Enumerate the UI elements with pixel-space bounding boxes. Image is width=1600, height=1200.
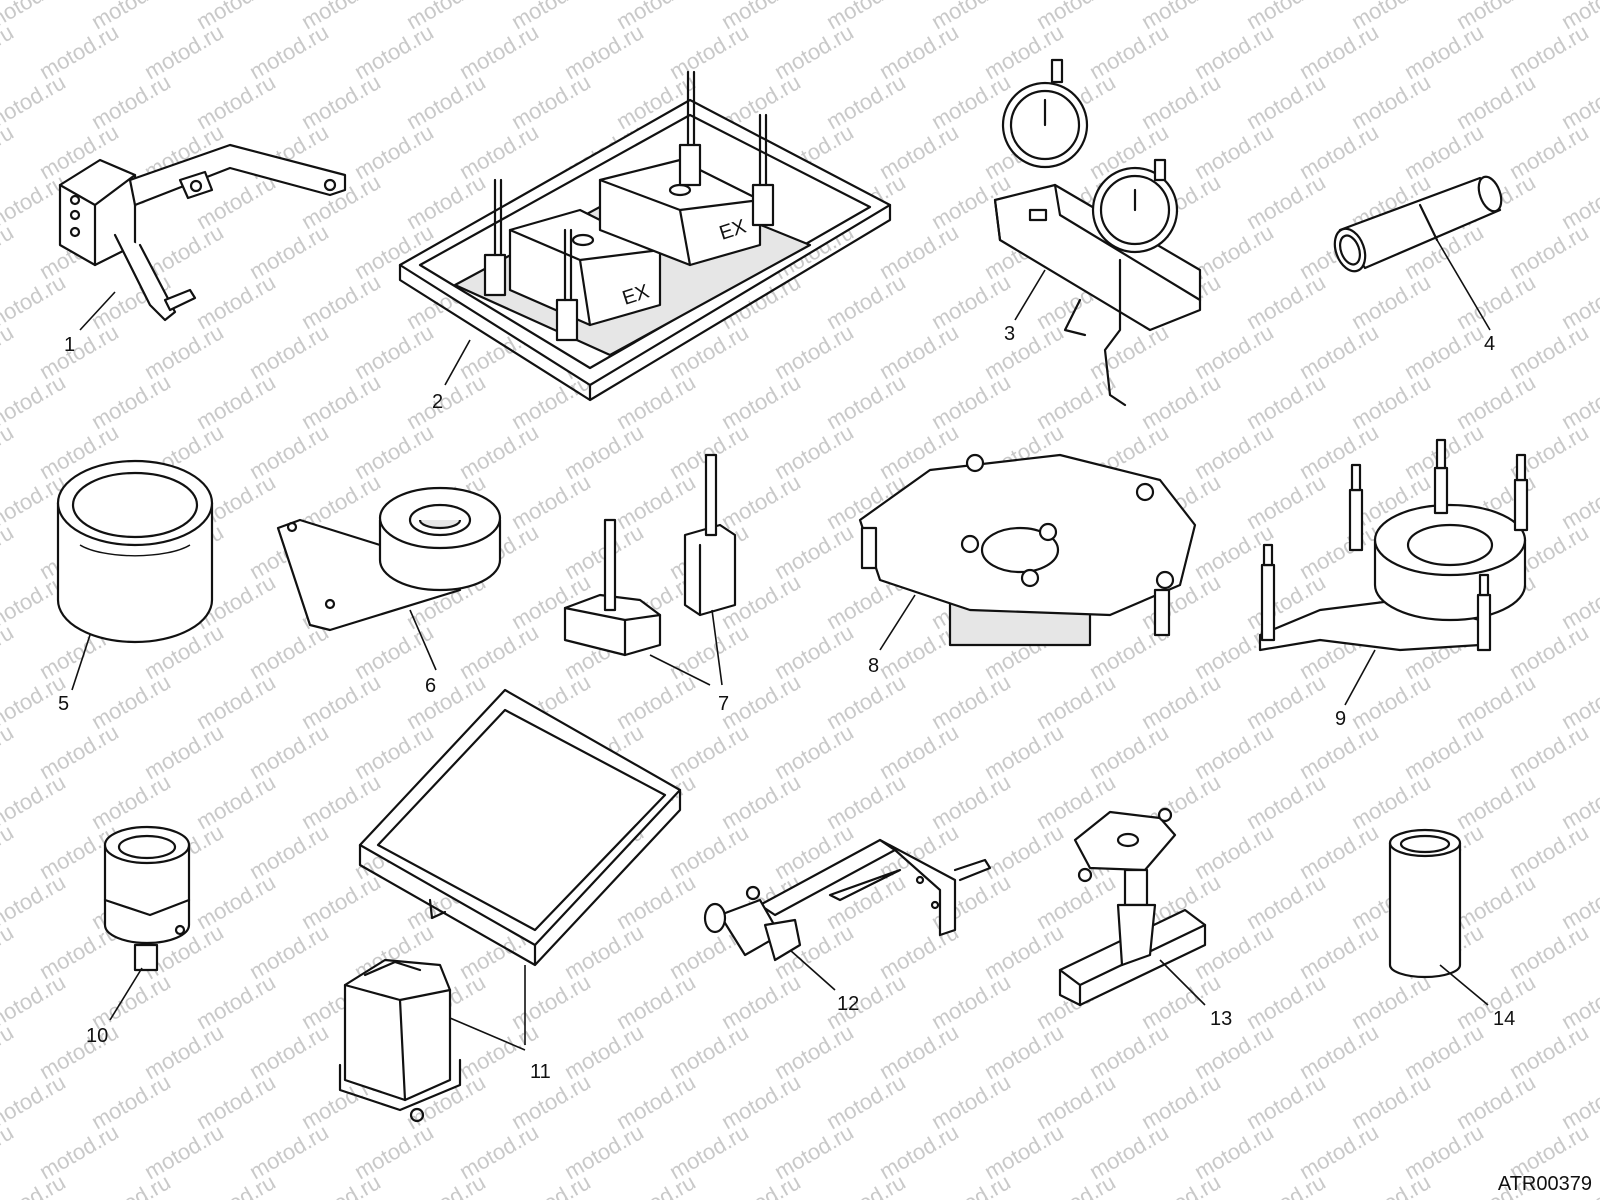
watermark-text: motod.ru bbox=[1137, 1169, 1225, 1200]
tool-13-drawing bbox=[1058, 807, 1207, 1007]
callout-6: 6 bbox=[425, 675, 436, 697]
callout-2: 2 bbox=[432, 391, 443, 413]
watermark-text: motod.ru bbox=[1347, 1169, 1435, 1200]
watermark-text: motod.ru bbox=[0, 19, 18, 84]
leader-5 bbox=[71, 634, 91, 691]
leader-11 bbox=[449, 965, 526, 1051]
watermark-text: motod.ru bbox=[717, 1169, 805, 1200]
tool-11-drawing bbox=[338, 688, 682, 1123]
watermark-text: motod.ru bbox=[927, 1169, 1015, 1200]
watermark-text: motod.ru bbox=[0, 269, 70, 334]
watermark-text: motod.ru bbox=[0, 1169, 70, 1200]
leader-3 bbox=[1014, 269, 1046, 321]
watermark-text: motod.ru bbox=[402, 1169, 490, 1200]
callout-9: 9 bbox=[1335, 708, 1346, 730]
leader-2 bbox=[444, 339, 471, 386]
callout-7: 7 bbox=[718, 693, 729, 715]
watermark-text: motod.ru bbox=[0, 369, 70, 434]
tool-1-drawing bbox=[58, 143, 347, 322]
tool-14-drawing bbox=[1388, 828, 1462, 979]
callout-14: 14 bbox=[1493, 1008, 1515, 1030]
leader-9 bbox=[1344, 649, 1376, 706]
watermark-text: motod.ru bbox=[0, 869, 70, 934]
watermark-text: motod.ru bbox=[192, 1169, 280, 1200]
leader-6 bbox=[409, 609, 437, 671]
watermark-text: motod.ru bbox=[0, 319, 18, 384]
callout-8: 8 bbox=[868, 655, 879, 677]
watermark-text: motod.ru bbox=[0, 1069, 70, 1134]
watermark-text: motod.ru bbox=[1032, 1169, 1120, 1200]
tool-7-drawing bbox=[563, 453, 737, 657]
callout-13: 13 bbox=[1210, 1008, 1232, 1030]
watermark-text: motod.ru bbox=[0, 1119, 18, 1184]
leader-8 bbox=[879, 594, 916, 651]
figure-reference: ATR00379 bbox=[1498, 1173, 1592, 1195]
tool-12-drawing bbox=[703, 838, 992, 962]
callout-12: 12 bbox=[837, 993, 859, 1015]
watermark-text: motod.ru bbox=[297, 1169, 385, 1200]
leader-1 bbox=[79, 291, 116, 331]
leader-13 bbox=[1159, 959, 1206, 1006]
watermark-text: motod.ru bbox=[822, 1169, 910, 1200]
watermark-text: motod.ru bbox=[0, 519, 18, 584]
tool-10-drawing bbox=[103, 825, 191, 972]
callout-5: 5 bbox=[58, 693, 69, 715]
watermark-text: motod.ru bbox=[0, 719, 18, 784]
watermark-text: motod.ru bbox=[1242, 1169, 1330, 1200]
callout-11: 11 bbox=[530, 1061, 551, 1083]
leader-12 bbox=[789, 949, 836, 991]
watermark-text: motod.ru bbox=[0, 69, 70, 134]
tool-6-drawing bbox=[276, 486, 502, 632]
tool-4-drawing bbox=[1333, 175, 1503, 273]
leader-4 bbox=[1436, 239, 1491, 331]
watermark-text: motod.ru bbox=[0, 769, 70, 834]
tool-8-drawing bbox=[858, 453, 1197, 647]
callout-1: 1 bbox=[64, 334, 75, 356]
leader-lines bbox=[71, 239, 1491, 1051]
tool-2-drawing: EX EX bbox=[398, 70, 892, 402]
watermark-text: motod.ru bbox=[507, 1169, 595, 1200]
callout-10: 10 bbox=[86, 1025, 108, 1047]
watermark-text: motod.ru bbox=[0, 919, 18, 984]
watermark-text: motod.ru bbox=[87, 1169, 175, 1200]
watermark-text: motod.ru bbox=[0, 819, 18, 884]
leader-7 bbox=[649, 609, 723, 686]
watermark-text: motod.ru bbox=[0, 969, 70, 1034]
callout-4: 4 bbox=[1484, 333, 1495, 355]
watermark-text: motod.ru bbox=[0, 219, 18, 284]
watermark-text: motod.ru bbox=[0, 119, 18, 184]
watermark-text: motod.ru bbox=[0, 1019, 18, 1084]
tool-5-drawing bbox=[56, 459, 214, 644]
watermark-text: motod.ru bbox=[0, 419, 18, 484]
callout-3: 3 bbox=[1004, 323, 1015, 345]
leader-14 bbox=[1439, 964, 1489, 1006]
tool-9-drawing bbox=[1258, 438, 1529, 652]
leader-10 bbox=[109, 967, 143, 1021]
tool-3-drawing bbox=[993, 58, 1202, 407]
watermark-text: motod.ru bbox=[612, 1169, 700, 1200]
watermark-text: motod.ru bbox=[0, 619, 18, 684]
